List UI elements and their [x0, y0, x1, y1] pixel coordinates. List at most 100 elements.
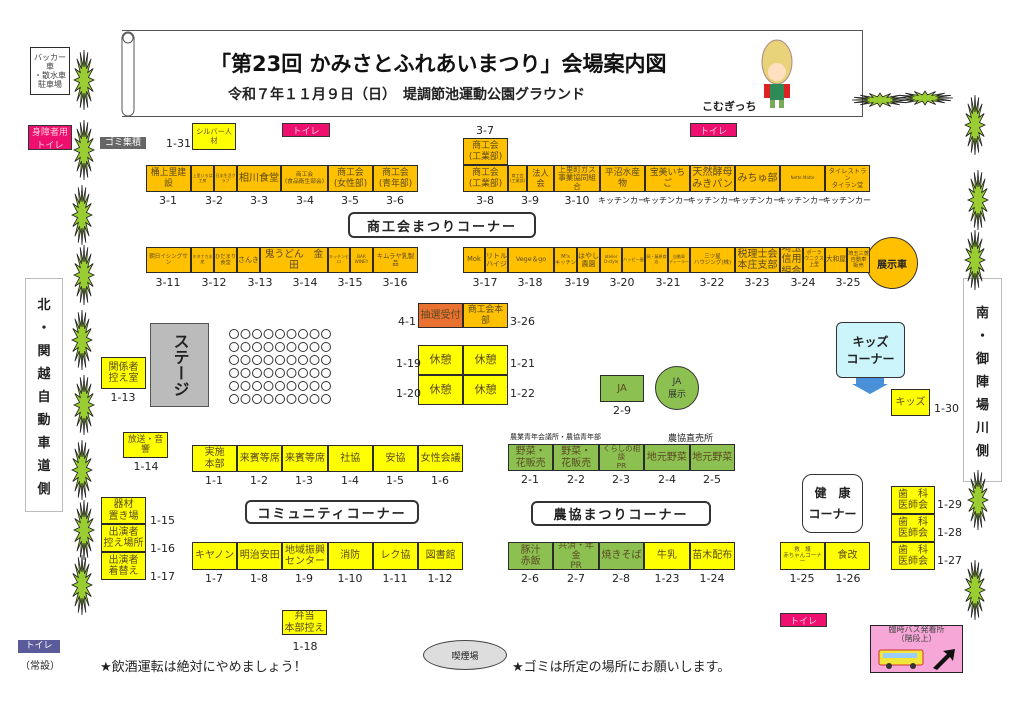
shrub-icon: [73, 244, 95, 306]
booth: 焼きそば: [598, 542, 645, 570]
booth: みちゅ部: [735, 165, 780, 192]
booth: キムラヤ乳製品: [373, 247, 418, 273]
booth: 大和屋: [825, 247, 847, 273]
chair-icon: [321, 394, 331, 404]
ja-display: JA 展示: [655, 366, 699, 410]
booth-number: 3-23: [744, 276, 770, 289]
booth-number: 3-20: [609, 276, 635, 289]
booth: 商工会 (青年部): [373, 165, 418, 192]
agri-shop-label: 農協直売所: [668, 434, 714, 444]
booth: Nette Matte: [780, 165, 825, 192]
booth: 野菜・ 花販売: [508, 444, 554, 471]
booth-number: 1-27: [937, 554, 962, 567]
chair-icon: [240, 368, 251, 378]
booth-number: 3-11: [155, 276, 181, 289]
booth-number: 3-26: [510, 315, 535, 328]
chair-icon: [263, 394, 274, 404]
booth: キッチンヒロ: [328, 247, 350, 273]
parking-sign: バッカー車 ・散水車 駐車場: [30, 47, 70, 95]
chair-icon: [263, 329, 274, 339]
chair-icon: [240, 342, 251, 352]
booth: 休憩: [418, 375, 463, 405]
kitchen-car-label: キッチンカー: [823, 196, 871, 205]
booth: 関係者 控え室: [101, 357, 146, 389]
booth: キッズ: [891, 389, 930, 416]
south-direction-sign: 南・御陣場川側: [963, 278, 1002, 482]
booth-number: 3-9: [521, 194, 539, 207]
booth-number: 3-4: [296, 194, 314, 207]
booth-number: 2-1: [521, 473, 539, 486]
south-sign-char: 御: [975, 351, 989, 367]
chair-icon: [229, 368, 239, 378]
chair-icon: [275, 381, 285, 391]
shrub-icon: [71, 554, 93, 616]
booth-number: 2-6: [521, 572, 539, 585]
chair-icon: [252, 329, 262, 339]
shrub-icon: [71, 184, 93, 246]
booth: 上里町ガス 事業協同組合: [554, 165, 600, 192]
booth: atelier O-style: [600, 247, 622, 273]
booth: Vege＆go: [508, 247, 554, 273]
booth-number: 3-15: [337, 276, 363, 289]
chair-icon: [309, 381, 320, 391]
booth-number: 1-18: [292, 640, 318, 653]
chair-icon: [229, 342, 239, 352]
booth: 出演者 控え場所: [101, 524, 146, 552]
chair-icon: [321, 342, 331, 352]
chair-icon: [275, 342, 285, 352]
garbage-notice: ★ゴミは所定の場所にお願いします。: [512, 660, 731, 675]
chair-icon: [298, 381, 308, 391]
south-sign-char: 川: [975, 420, 989, 436]
chair-icon: [252, 342, 262, 352]
booth-number: 1-29: [937, 498, 962, 511]
booth: 休憩: [418, 345, 463, 375]
booth: 埼玉 信用 組合: [780, 247, 803, 273]
booth-number: 3-13: [247, 276, 273, 289]
booth-number: 1-31: [166, 137, 191, 150]
community-corner-banner: コミュニティコーナー: [245, 500, 419, 524]
north-sign-char: 越: [37, 366, 51, 382]
booth: 自動車 ディーラー: [668, 247, 690, 273]
chair-icon: [298, 368, 308, 378]
booth: くらしの相談 PR: [598, 444, 645, 471]
booth: 野菜・ 花販売: [553, 444, 599, 471]
booth: 明治安田: [237, 542, 283, 570]
chair-icon: [252, 394, 262, 404]
booth-number: 2-7: [567, 572, 585, 585]
booth: 歯 科 医師会: [891, 514, 935, 542]
bus-stop-label: 臨時バス発着所 （階段上）: [888, 625, 945, 643]
booth: はやし 農園: [577, 247, 600, 273]
shrub-icon: [73, 374, 95, 436]
booth: 共済・年金 PR: [553, 542, 599, 570]
mascot-name: こむぎっち: [702, 100, 757, 113]
chair-icon: [309, 368, 320, 378]
shokokai-corner-banner: 商工会まつりコーナー: [348, 212, 536, 238]
smoking-area: 喫煙場: [423, 640, 507, 670]
booth: 朝日イシングサン: [146, 247, 191, 273]
chair-icon: [298, 329, 308, 339]
north-sign-char: 北: [37, 297, 51, 313]
kitchen-car-label: キッチンカー: [688, 196, 736, 205]
nokyo-corner-banner: 農協まつりコーナー: [531, 501, 711, 526]
display-car: 展示車: [866, 237, 918, 289]
booth: キタナカ水産: [191, 247, 214, 273]
booth-number: 1-17: [150, 570, 175, 583]
booth-number: 2-8: [612, 572, 630, 585]
north-sign-char: ・: [37, 320, 51, 336]
south-sign-char: 側: [975, 443, 989, 459]
booth: 実施 本部: [192, 445, 238, 472]
booth: ハッピー屋: [622, 247, 645, 273]
booth-number: 1-15: [150, 514, 175, 527]
booth: JA: [600, 375, 644, 402]
booth: 休憩: [463, 375, 508, 405]
booth-number: 1-11: [382, 572, 408, 585]
permanent-toilet-note: （常設）: [20, 661, 60, 672]
booth: 食改: [825, 542, 870, 570]
booth-number: 1-22: [510, 387, 535, 400]
shrub-icon: [73, 49, 95, 111]
booth: Mok: [463, 247, 485, 273]
booth-number: 1-19: [396, 357, 421, 370]
booth: 上里いろは工房: [191, 165, 214, 192]
booth-number: 3-6: [386, 194, 404, 207]
title-scroll: [122, 30, 863, 117]
